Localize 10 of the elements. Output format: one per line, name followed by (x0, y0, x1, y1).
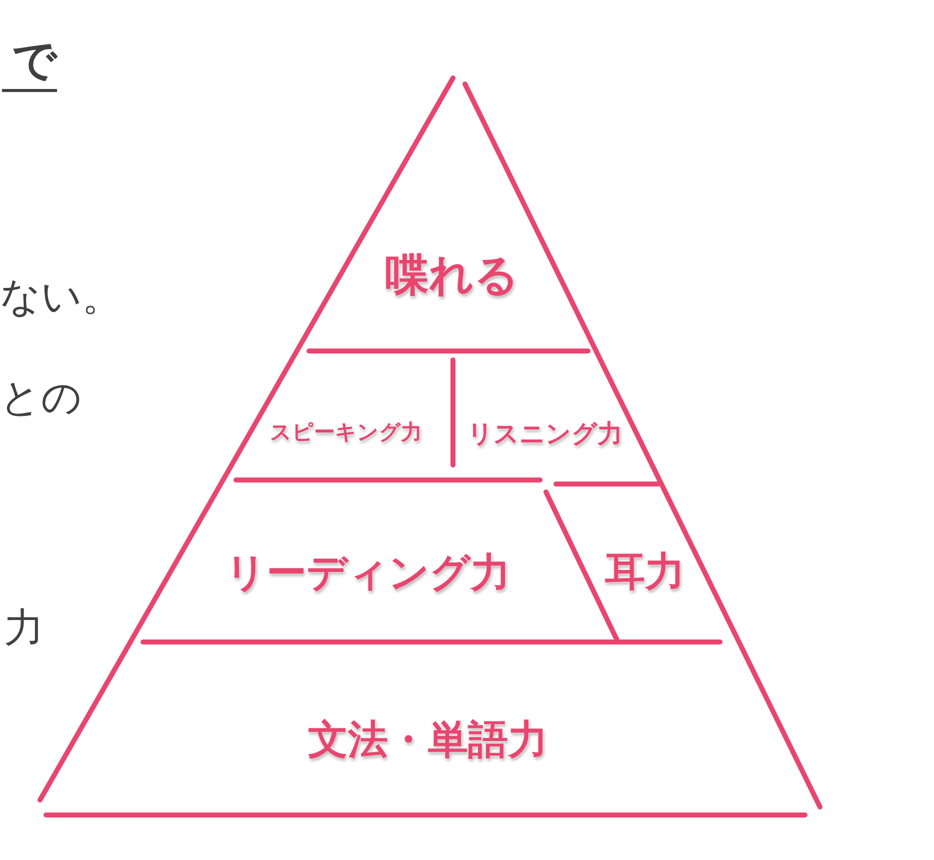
pyramid-tier-label: リスニング力 (468, 420, 622, 448)
pyramid-tier-label: 耳力 (605, 549, 685, 595)
heading-text: で (2, 36, 57, 92)
pyramid-tier-label: 文法・単語力 (308, 717, 548, 763)
pyramid-tier-label: 喋れる (385, 250, 519, 302)
body-text: ない。 (0, 274, 122, 320)
pyramid-tier-label: スピーキング力 (270, 420, 422, 444)
body-text: 力 (4, 605, 44, 651)
body-text: との (0, 375, 82, 421)
pyramid-tier-label: リーディング力 (226, 550, 510, 596)
